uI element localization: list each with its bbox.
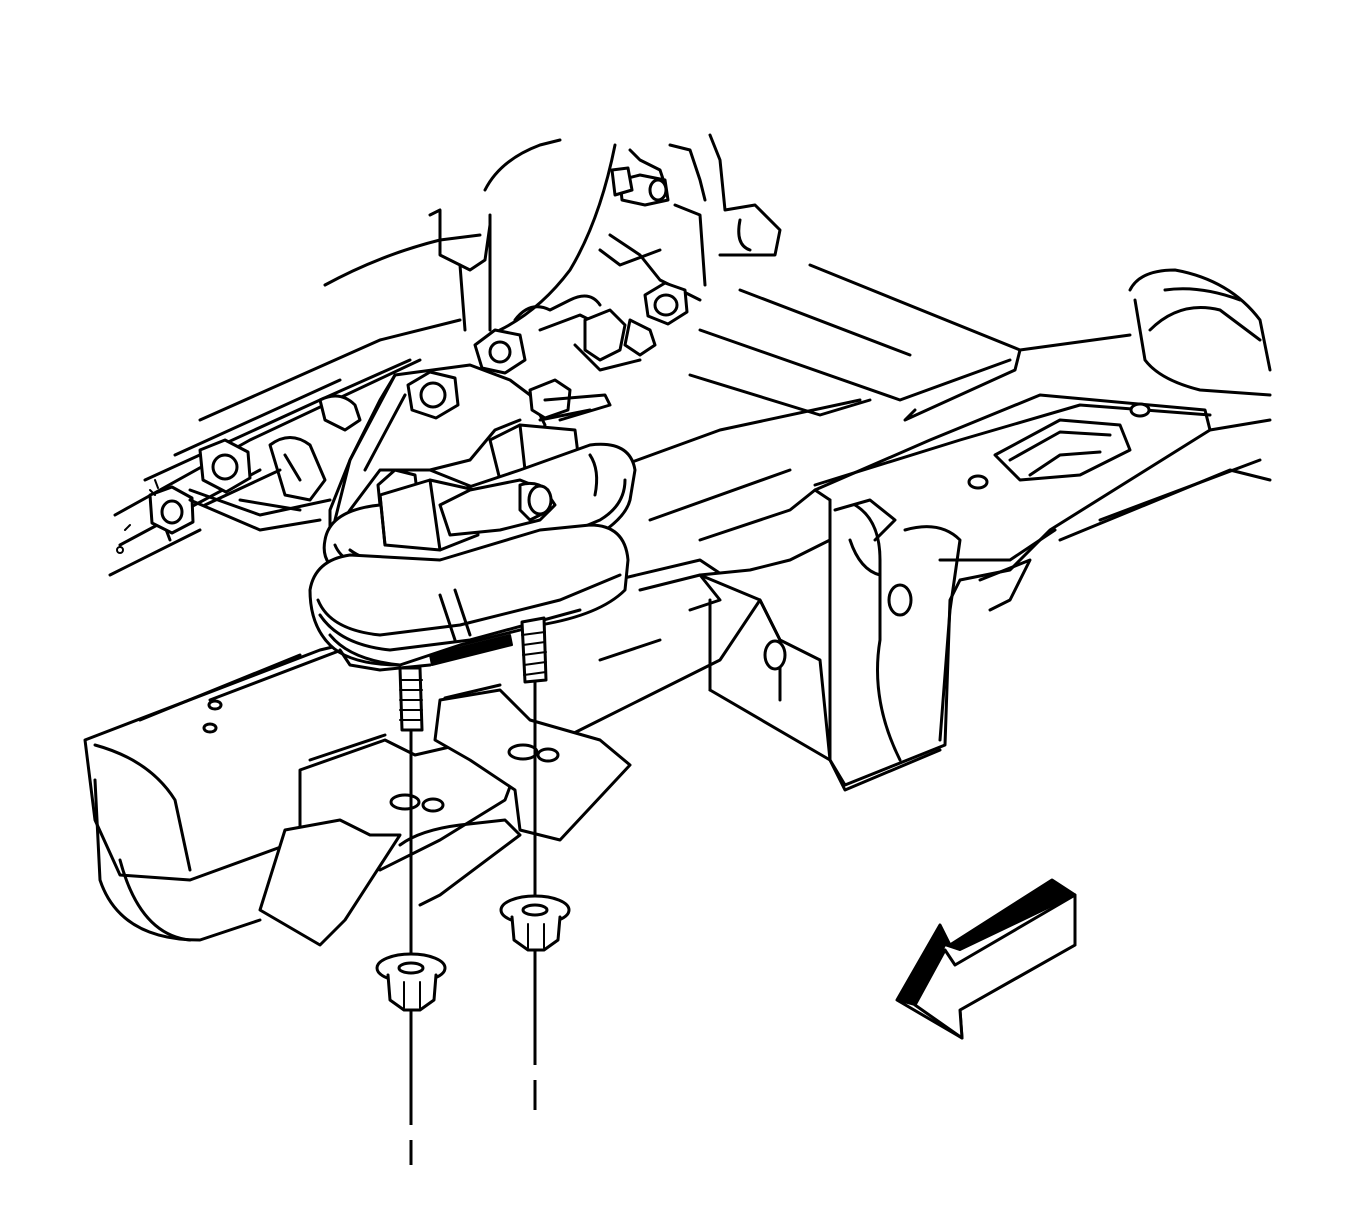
mount-nut-right [499, 894, 571, 952]
frame-mount-bracket [698, 393, 1272, 792]
engine-mount [308, 442, 637, 672]
engine-side-bolts [108, 318, 462, 577]
engine-block-bracket [323, 133, 782, 372]
mount-nut-left [375, 952, 447, 1012]
mount-studs [398, 616, 548, 732]
mount-nuts [375, 894, 571, 1012]
alignment-lines [409, 682, 537, 1165]
front-arrow-icon [895, 878, 1077, 1040]
frame-mount-bracket-lower [258, 683, 632, 947]
crossmember [608, 263, 1272, 542]
